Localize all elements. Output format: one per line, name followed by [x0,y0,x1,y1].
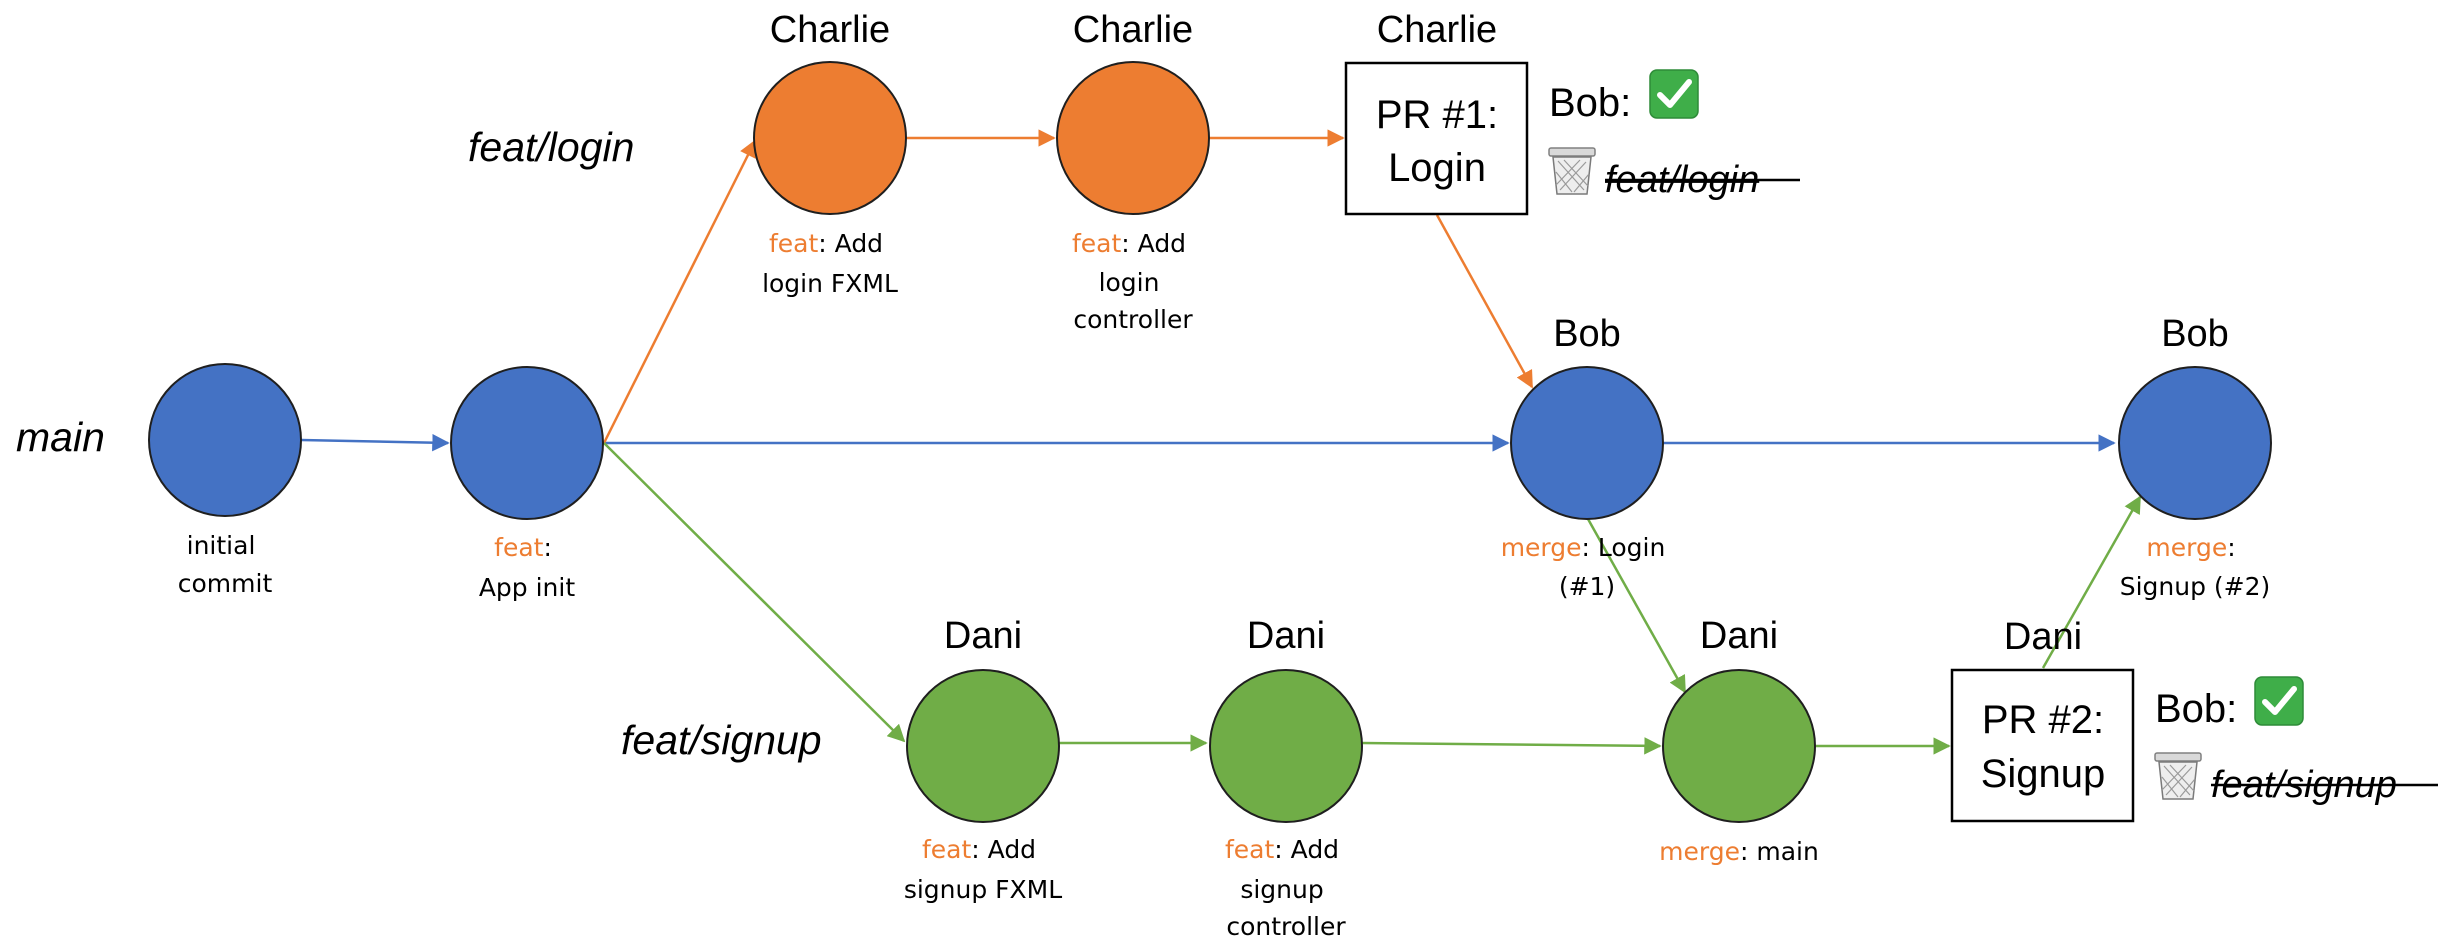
pr-author: Charlie [1377,9,1497,51]
commit-circle[interactable] [1209,669,1363,823]
caption-line: : Add [971,835,1036,864]
commit-author: Bob [2161,313,2229,355]
commit-caption: feat: Add login FXML [762,229,898,298]
caption-line: : [2227,533,2235,562]
commit-caption: merge: Signup (#2) [2120,533,2271,601]
commit-circle[interactable] [2118,366,2272,520]
commit-caption: feat: App init [479,533,576,602]
caption-line: (#1) [1559,572,1615,601]
commit-author: Dani [1700,615,1778,657]
commit-author: Charlie [770,9,890,51]
commit-type: feat [1072,229,1122,258]
check-mark-icon [1649,69,1699,119]
commit-circle[interactable] [1056,61,1210,215]
pull-request-2[interactable]: Dani PR #2: Signup Bob: feat/signup [1950,616,2438,823]
pr-box[interactable] [1950,668,2135,823]
commit-node-merge-login[interactable]: Bob merge: Login (#1) [1501,313,1674,601]
pull-request-1[interactable]: Charlie PR #1: Login Bob: feat/login [1344,9,1800,216]
commit-node-merge-main[interactable]: Dani merge: main [1659,615,1819,866]
caption-line: : Add [1121,229,1186,258]
caption-line: signup FXML [904,875,1062,904]
edge-m1-m2 [300,433,450,452]
caption-line: : Add [1274,835,1339,864]
edge-pr2-m4 [2041,495,2142,669]
commit-type: feat [494,533,544,562]
pr-box[interactable] [1344,61,1529,216]
caption-line: login FXML [762,269,898,298]
pr-author: Dani [2004,616,2082,658]
commit-node-app-init[interactable]: feat: App init [450,366,604,602]
commit-node-login-fxml[interactable]: Charlie feat: Add login FXML [753,9,907,298]
caption-line: initial [187,531,256,560]
commit-caption: merge: Login (#1) [1501,533,1674,601]
caption-line: : Add [818,229,883,258]
commit-author: Dani [1247,615,1325,657]
commit-author: Charlie [1073,9,1193,51]
caption-line: commit [178,569,273,598]
pr-approval-label: Bob: [1549,81,1631,125]
commit-circle[interactable] [906,669,1060,823]
commit-circle[interactable] [148,363,302,517]
commit-type: feat [922,835,972,864]
commit-author: Dani [944,615,1022,657]
commit-circle[interactable] [753,61,907,215]
edges [300,129,2142,755]
caption-line: : Login [1582,533,1666,562]
pr-subtitle: Signup [1981,752,2106,796]
commit-node-login-controller[interactable]: Charlie feat: Add login controller [1056,9,1210,334]
commit-type: feat [1225,835,1275,864]
commit-caption: feat: Add signup FXML [904,835,1062,904]
edge-m3-s3 [1586,518,1687,694]
commit-caption: merge: main [1659,837,1819,866]
caption-line: controller [1073,305,1193,334]
pr-title: PR #2: [1982,698,2104,742]
pr-approval-label: Bob: [2155,687,2237,731]
commit-caption: feat: Add signup controller [1225,835,1347,937]
pr-subtitle: Login [1388,146,1486,190]
commit-type: merge [1501,533,1582,562]
commit-node-merge-signup[interactable]: Bob merge: Signup (#2) [2118,313,2272,601]
caption-line: Signup (#2) [2120,572,2271,601]
commit-circle[interactable] [1662,669,1816,823]
commit-circle[interactable] [450,366,604,520]
pr-title: PR #1: [1376,93,1498,137]
commit-type: merge [1659,837,1740,866]
edge-m2-l1 [602,139,757,444]
caption-line: : main [1740,837,1819,866]
edge-pr1-m3 [1435,214,1534,389]
commit-node-initial[interactable]: initial commit [148,363,302,598]
commit-caption: feat: Add login controller [1072,229,1194,334]
commit-node-signup-fxml[interactable]: Dani feat: Add signup FXML [904,615,1062,904]
caption-line: App init [479,573,576,602]
trash-can-icon [2154,752,2202,800]
branch-label-signup: feat/signup [621,717,822,763]
edge-s2-s3 [1361,737,1662,755]
check-mark-icon [2254,676,2304,726]
branch-label-login: feat/login [468,124,634,170]
branch-label-main: main [16,414,105,460]
commit-circle[interactable] [1510,366,1664,520]
commit-author: Bob [1553,313,1621,355]
caption-line: signup [1240,875,1323,904]
commit-caption: initial commit [178,531,273,598]
commit-type: merge [2146,533,2227,562]
commit-type: feat [769,229,819,258]
trash-can-icon [1548,147,1596,195]
caption-line: : [543,533,551,562]
caption-line: controller [1226,912,1346,937]
commit-node-signup-controller[interactable]: Dani feat: Add signup controller [1209,615,1363,937]
edge-m2-s1 [603,442,906,743]
caption-line: login [1099,268,1160,297]
